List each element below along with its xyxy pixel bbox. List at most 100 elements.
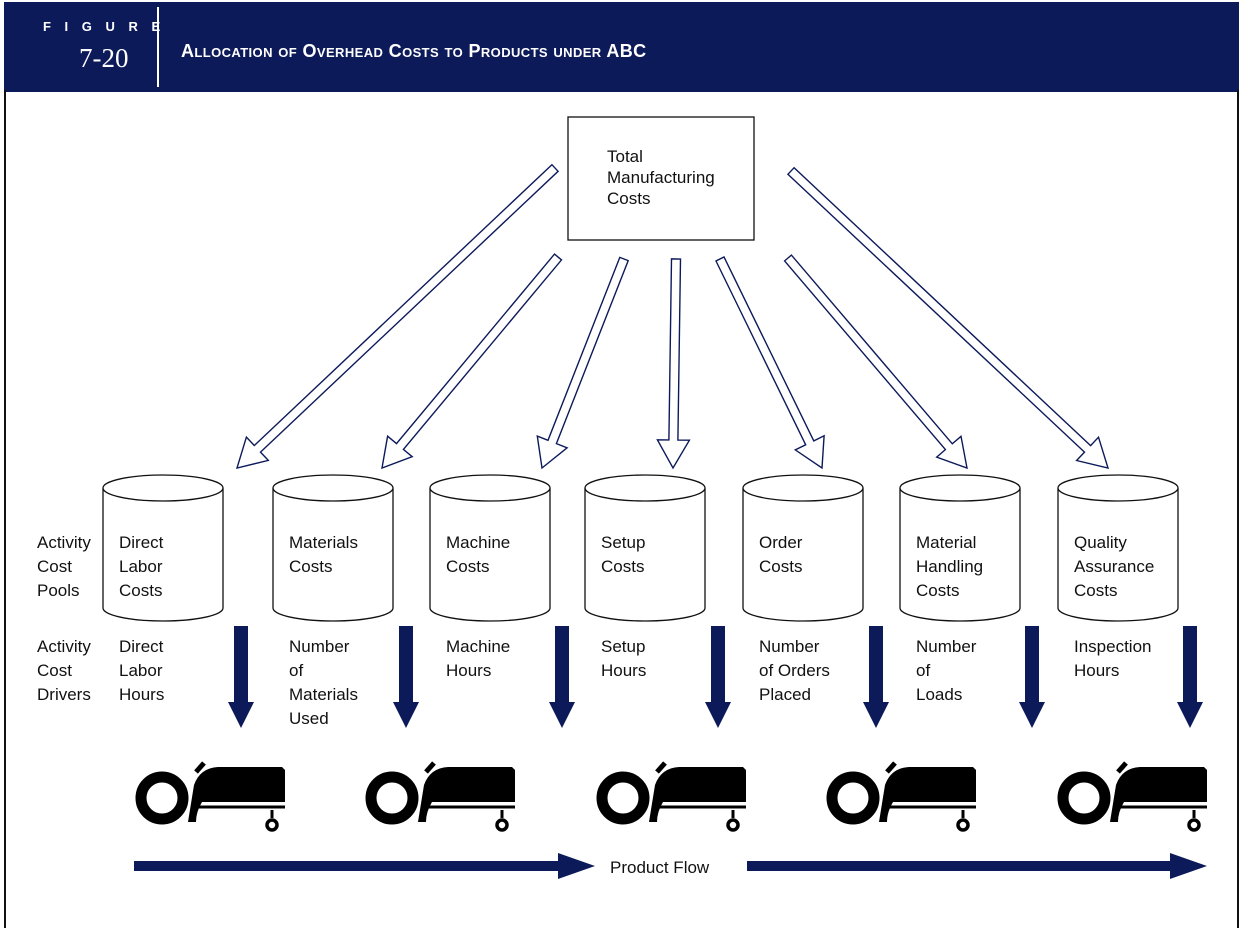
source-label-line: Total [607,147,643,166]
tractor-exhaust [1116,761,1128,774]
allocation-arrow [715,256,825,470]
row-label-drivers-line: Cost [37,661,72,680]
driver-arrow [863,626,889,728]
allocation-arrow [381,253,563,470]
pool-name-line: Material [916,533,976,552]
tractor-body [879,767,976,822]
source-label-line: Manufacturing [607,168,715,187]
tractor-exhaust [424,761,436,774]
pool-name-line: Costs [289,557,332,576]
driver-arrow [1177,626,1203,728]
row-label-pools-line: Pools [37,581,80,600]
row-label-drivers-line: Activity [37,637,91,656]
diagram-frame [4,90,1239,928]
tractor-exhaust [655,761,667,774]
cylinder-top [429,474,551,502]
cost-driver-line: of [916,661,930,680]
cost-driver-line: Number [916,637,977,656]
tractor-exhaust [194,761,206,774]
cost-driver-line: Hours [446,661,491,680]
pool-name-line: Direct [119,533,164,552]
header-divider [157,7,159,87]
flow-label: Product Flow [610,858,710,877]
flow-arrow-right [747,853,1207,879]
pool-name-line: Machine [446,533,510,552]
source-label-line: Costs [607,189,650,208]
products [135,761,1207,832]
source-box-frame [567,116,755,241]
cylinder-top [272,474,394,502]
cost-driver-line: Materials [289,685,358,704]
driver-arrow [1019,626,1045,728]
pool-name-line: Costs [759,557,802,576]
cost-driver-line: Setup [601,637,645,656]
pool-name-line: Costs [446,557,489,576]
tractor-wheel [1057,771,1111,825]
cylinder-icon [742,488,864,622]
allocation-arrow [786,166,1110,469]
tractor-small-wheel [726,818,740,832]
row-label-pools-line: Cost [37,557,72,576]
tractor-body [418,767,515,822]
cylinder-top [1057,474,1179,502]
row-label-pools-line: Activity [37,533,91,552]
allocation-arrows [235,163,1110,470]
driver-arrow [228,626,254,728]
tractor-body [188,767,285,822]
pool-name-line: Setup [601,533,645,552]
cylinder-icon [272,488,394,622]
tractor-wheel [365,771,419,825]
pool-name-line: Quality [1074,533,1127,552]
cost-driver-line: Loads [916,685,962,704]
cylinder-icon [102,488,224,622]
cost-driver-line: Hours [1074,661,1119,680]
figure-number: 7-20 [79,43,129,73]
tractor-small-wheel [956,818,970,832]
pool-name-line: Costs [1074,581,1117,600]
cylinder-icon [1057,488,1179,622]
tractor-small-wheel [265,818,279,832]
cylinder-icon [584,488,706,622]
tractor-body [1110,767,1207,822]
tractor-body [649,767,746,822]
cost-driver-line: Labor [119,661,163,680]
tractor-icon [596,761,746,832]
cost-driver-line: Used [289,709,329,728]
driver-arrow [549,626,575,728]
cost-driver-line: Hours [119,685,164,704]
cost-driver-line: of Orders [759,661,830,680]
tractor-small-wheel [495,818,509,832]
product-flow: Product Flow [134,853,1207,879]
pool-name-line: Costs [601,557,644,576]
figure-label: F I G U R E [43,19,166,34]
cylinder-top [899,474,1021,502]
cost-driver-line: Number [289,637,350,656]
figure-header: F I G U R E 7-20 Allocation of Overhead … [4,2,1239,92]
cylinder-top [102,474,224,502]
cylinder-icon [899,488,1021,622]
tractor-wheel [826,771,880,825]
driver-arrow [393,626,419,728]
